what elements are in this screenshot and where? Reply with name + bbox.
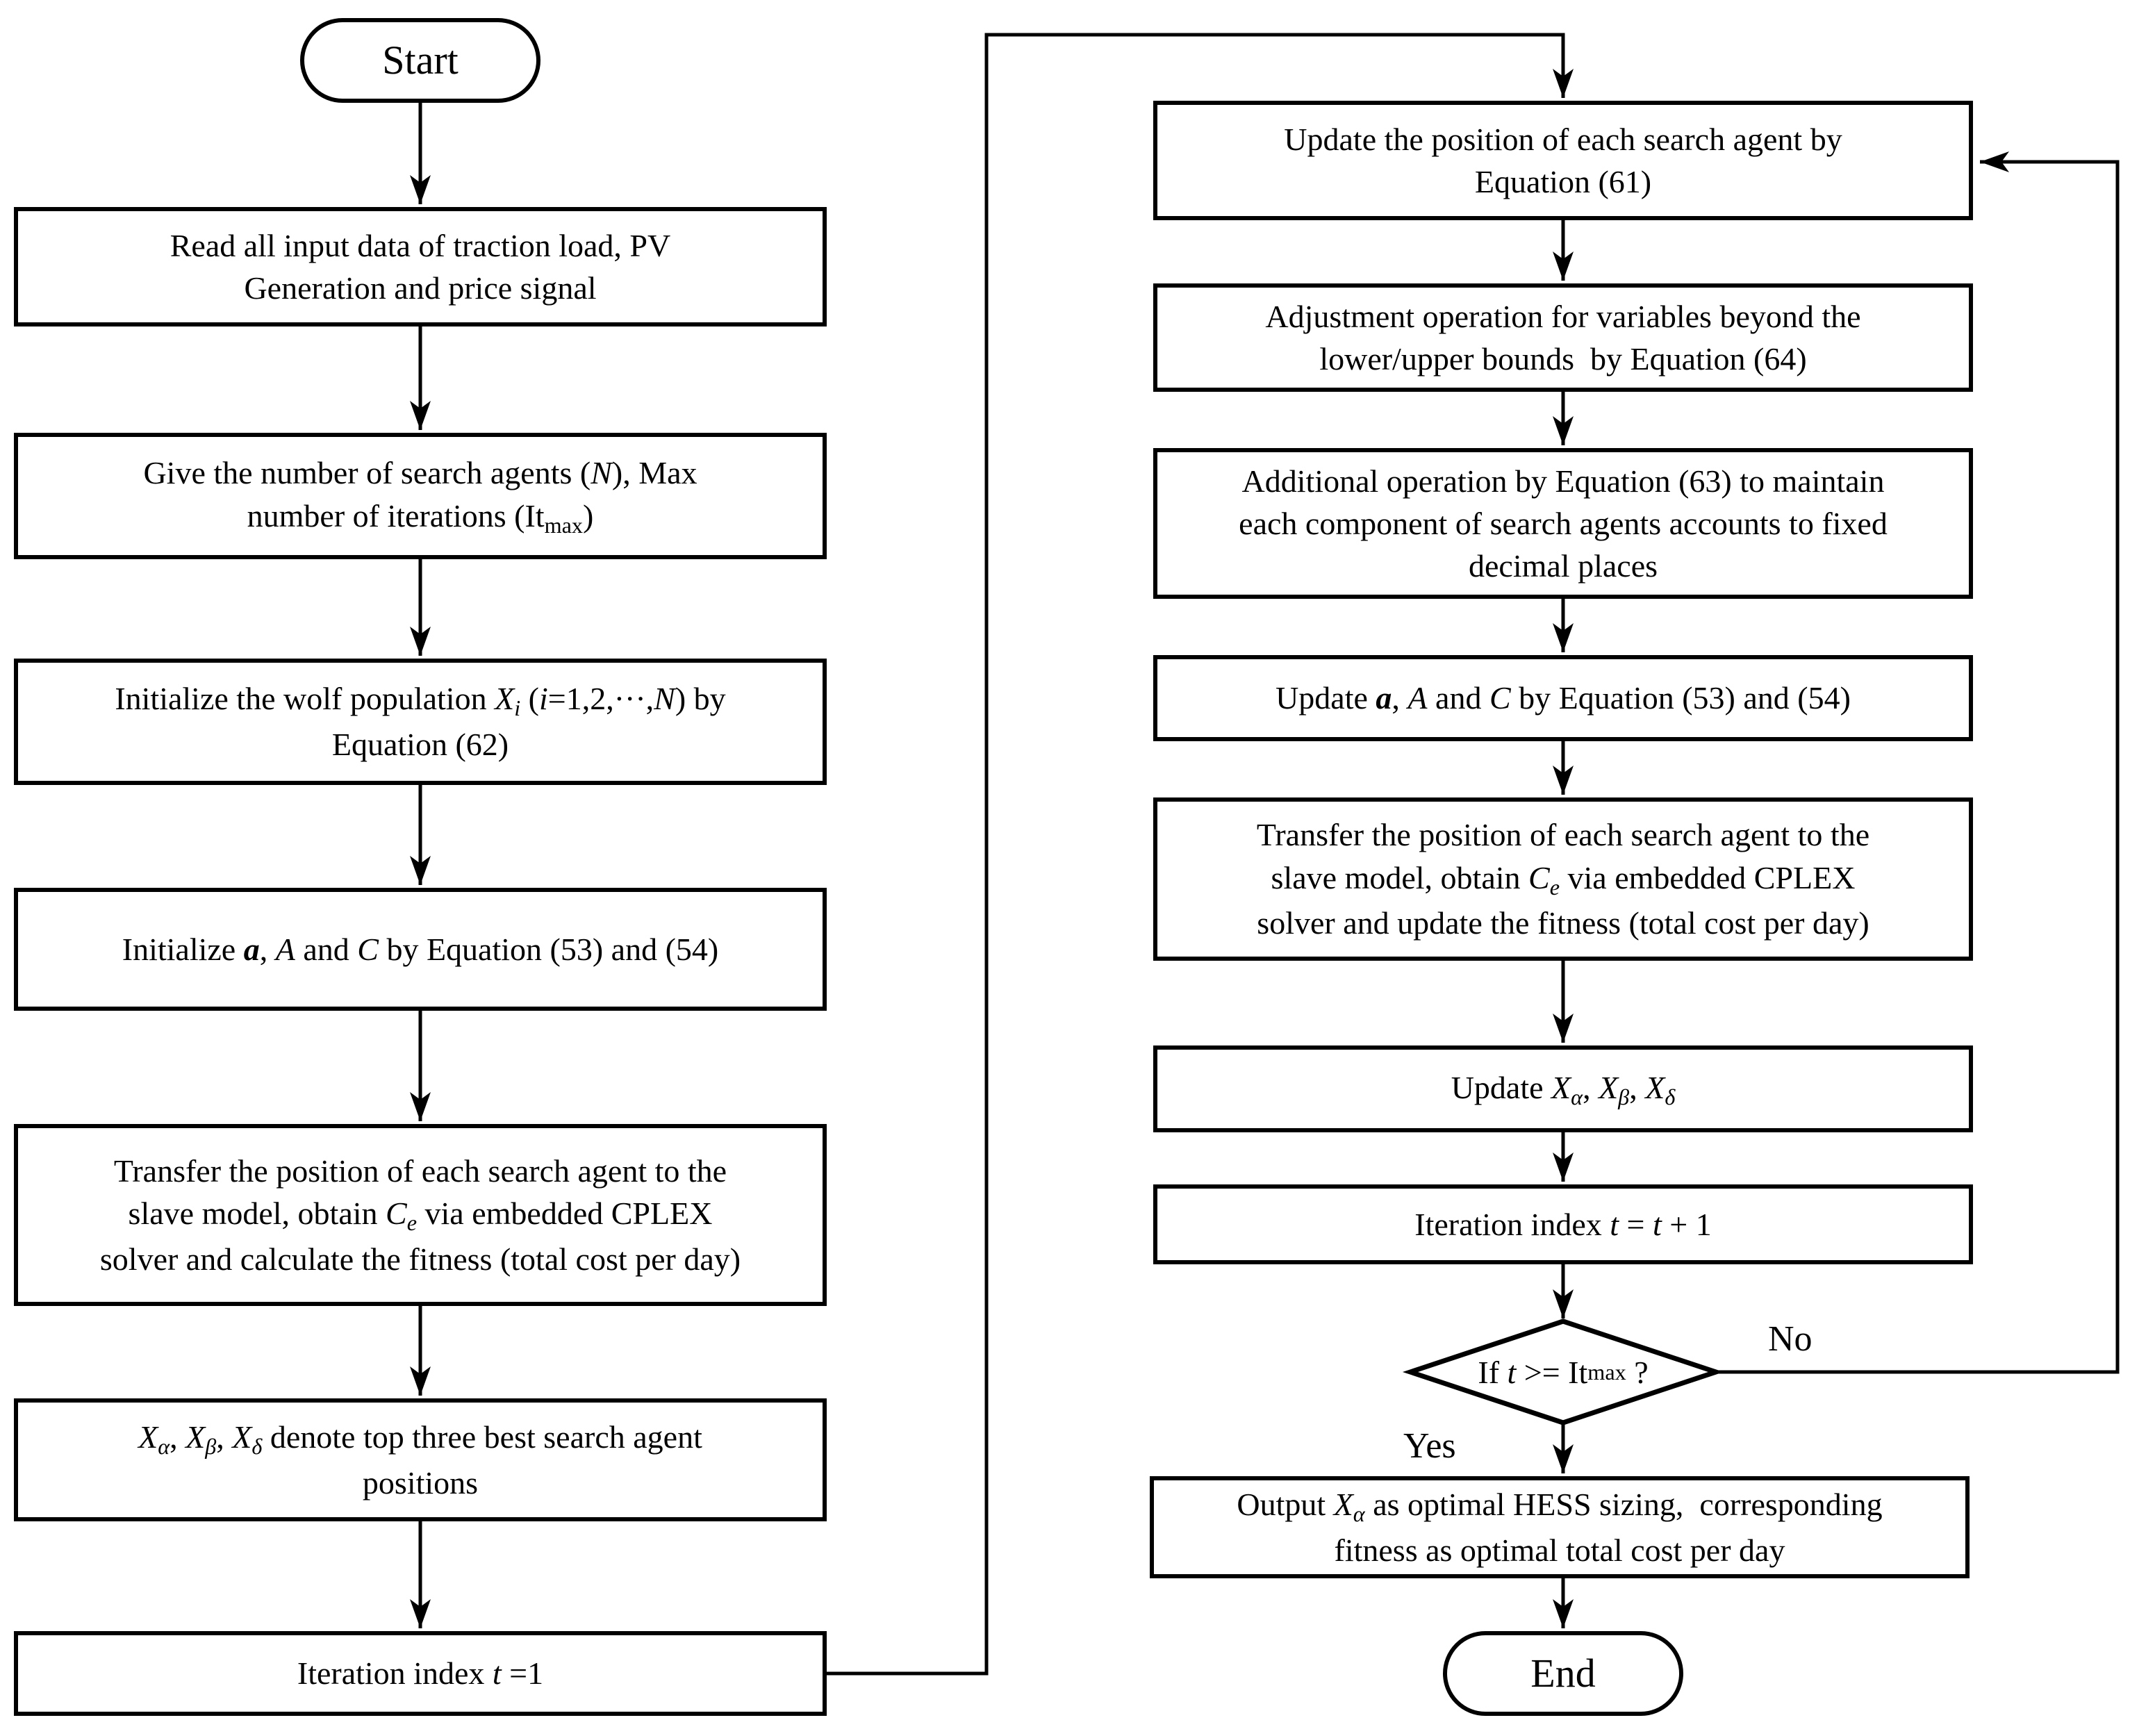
node-update-aac-text: Update a, A and C by Equation (53) and (… — [1275, 680, 1851, 716]
node-transfer-calc-text: Transfer the position of each search age… — [99, 1152, 741, 1277]
node-iter-init: Iteration index t =1 — [14, 1631, 827, 1716]
node-init-population-text: Initialize the wolf population Xi (i=1,2… — [115, 681, 726, 763]
node-iter-init-text: Iteration index t =1 — [297, 1655, 544, 1692]
node-init-aac-text: Initialize a, A and C by Equation (53) a… — [122, 931, 719, 967]
label-no: No — [1768, 1319, 1813, 1359]
edge-decision-updatepos-no — [1716, 151, 2120, 1374]
node-output-text: Output Xα as optimal HESS sizing, corres… — [1237, 1486, 1883, 1568]
node-update-position-text: Update the position of each search agent… — [1284, 121, 1842, 199]
decision-diamond — [1402, 1318, 1724, 1425]
node-top-three: Xα, Xβ, Xδ denote top three best search … — [14, 1398, 827, 1521]
node-give-params-text: Give the number of search agents (N), Ma… — [143, 455, 697, 538]
node-end-label: End — [1530, 1651, 1596, 1696]
node-output: Output Xα as optimal HESS sizing, corres… — [1150, 1476, 1970, 1578]
node-adjust-bounds-text: Adjustment operation for variables beyon… — [1265, 298, 1861, 377]
node-additional-op-text: Additional operation by Equation (63) to… — [1239, 463, 1888, 584]
node-start-label: Start — [382, 38, 459, 83]
node-iter-increment-text: Iteration index t = t + 1 — [1414, 1206, 1712, 1242]
node-update-leaders-text: Update Xα, Xβ, Xδ — [1451, 1069, 1676, 1109]
node-top-three-text: Xα, Xβ, Xδ denote top three best search … — [138, 1419, 702, 1501]
node-transfer-calc: Transfer the position of each search age… — [14, 1124, 827, 1306]
edge-iterinit-updatepos — [827, 33, 1574, 1676]
node-update-aac: Update a, A and C by Equation (53) and (… — [1153, 655, 1973, 741]
node-end: End — [1443, 1631, 1683, 1716]
node-adjust-bounds: Adjustment operation for variables beyon… — [1153, 283, 1973, 392]
node-read-input-text: Read all input data of traction load, PV… — [170, 227, 671, 306]
node-additional-op: Additional operation by Equation (63) to… — [1153, 448, 1973, 599]
node-transfer-update: Transfer the position of each search age… — [1153, 797, 1973, 961]
node-iter-increment: Iteration index t = t + 1 — [1153, 1184, 1973, 1264]
node-transfer-update-text: Transfer the position of each search age… — [1256, 817, 1870, 941]
node-init-population: Initialize the wolf population Xi (i=1,2… — [14, 659, 827, 785]
node-read-input: Read all input data of traction load, PV… — [14, 207, 827, 326]
node-update-position: Update the position of each search agent… — [1153, 101, 1973, 220]
node-init-aac: Initialize a, A and C by Equation (53) a… — [14, 888, 827, 1011]
label-yes: Yes — [1403, 1426, 1456, 1466]
node-update-leaders: Update Xα, Xβ, Xδ — [1153, 1045, 1973, 1132]
node-start: Start — [300, 18, 540, 103]
node-give-params: Give the number of search agents (N), Ma… — [14, 433, 827, 559]
